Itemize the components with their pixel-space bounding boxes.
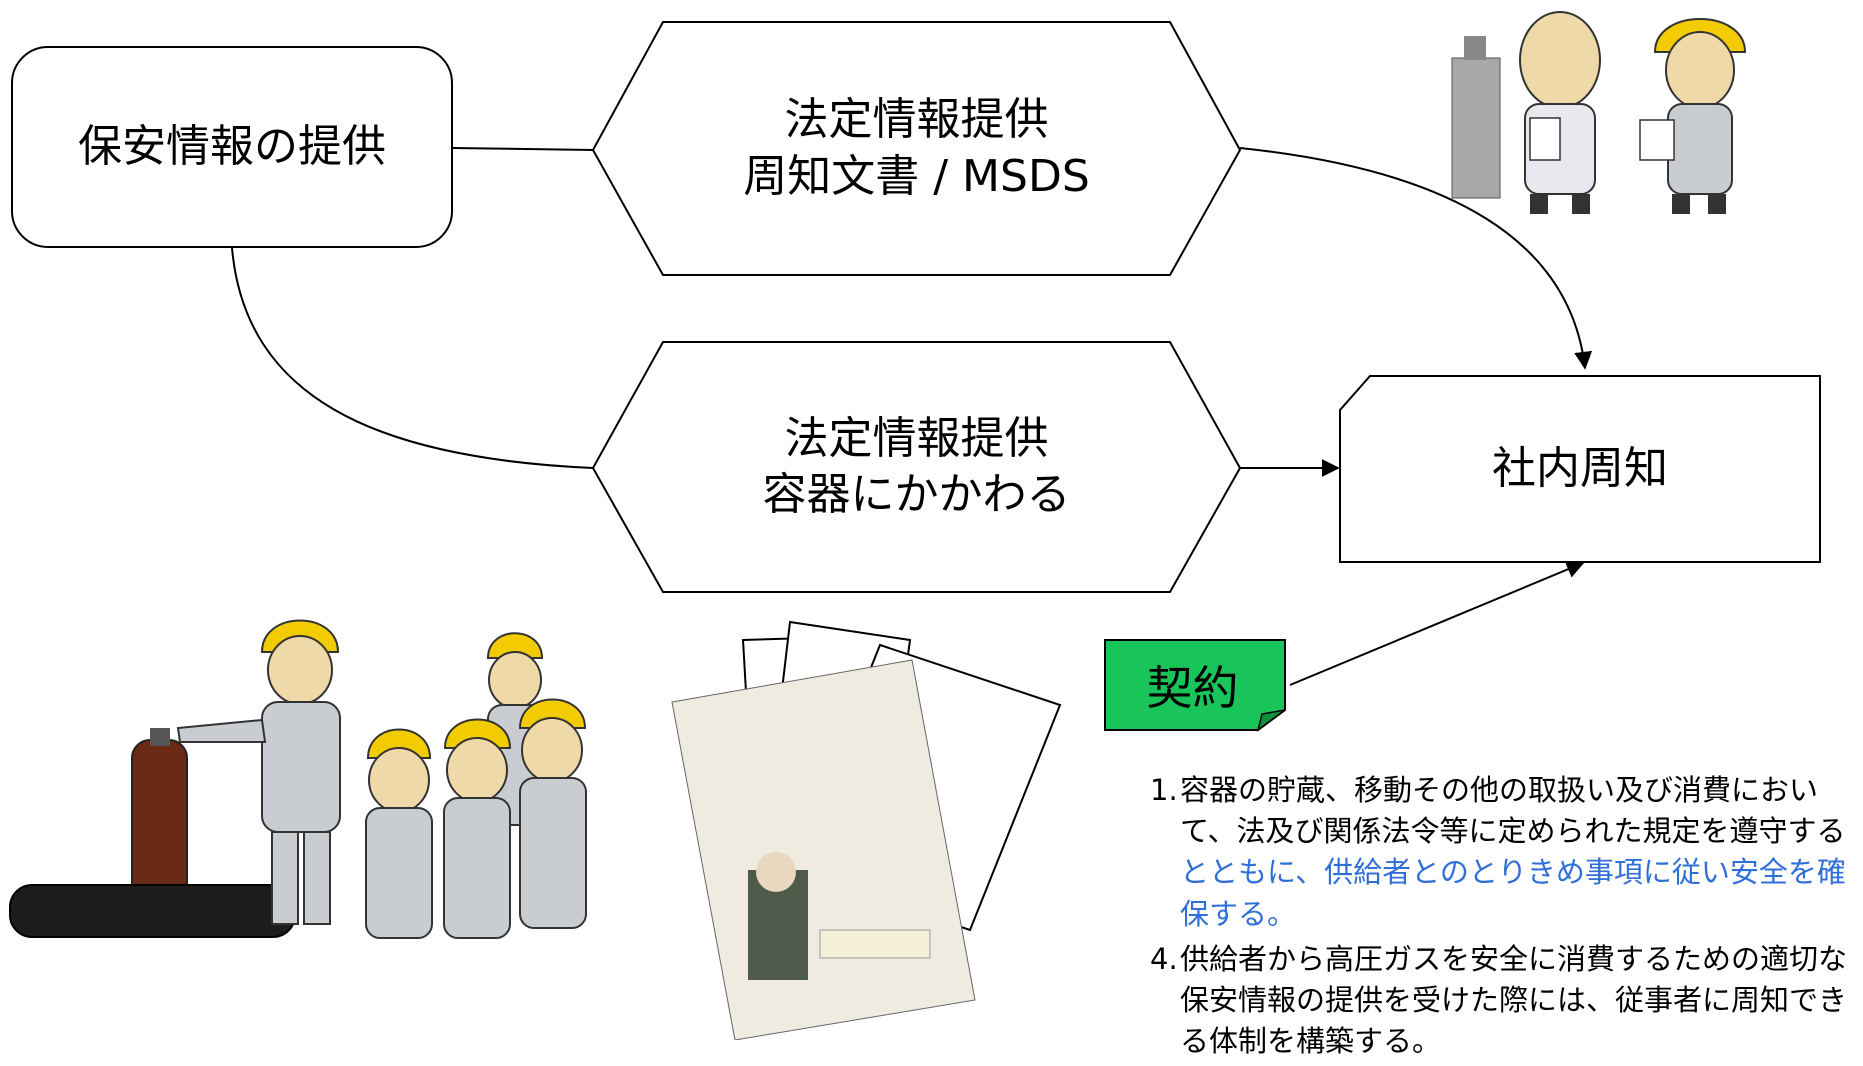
contract-note-fold xyxy=(1256,709,1286,732)
msds-node-label: 法定情報提供 周知文書 / MSDS xyxy=(593,22,1240,275)
msds-node xyxy=(591,21,1242,276)
note-text: 容器の貯蔵、移動その他の取扱い及び消費において、法及び関係法令等に定められた規定… xyxy=(1180,773,1846,849)
container-node-line2: 容器にかかわる xyxy=(762,469,1071,520)
note-text: 供給者から高圧ガスを安全に消費するための適切な保安情報の提供を受けた際には、従事… xyxy=(1180,941,1848,1059)
connector-source-to-container xyxy=(231,247,594,469)
workers-briefing-clipart xyxy=(9,619,587,939)
note-body: 供給者から高圧ガスを安全に消費するための適切な保安情報の提供を受けた際には、従事… xyxy=(1180,939,1850,1063)
notes-list: 1. 容器の貯蔵、移動その他の取扱い及び消費において、法及び関係法令等に定められ… xyxy=(1150,770,1850,1066)
safety-document-stack-clipart xyxy=(671,620,1062,1040)
internal-node-text: 社内周知 xyxy=(1492,442,1668,494)
contract-label: 契約 xyxy=(1146,661,1239,715)
engineers-with-cylinder-clipart xyxy=(1451,11,1747,214)
note-body: 容器の貯蔵、移動その他の取扱い及び消費において、法及び関係法令等に定められた規定… xyxy=(1180,770,1850,935)
connector-contract-to-internal xyxy=(1289,560,1585,686)
note-item: 1. 容器の貯蔵、移動その他の取扱い及び消費において、法及び関係法令等に定められ… xyxy=(1150,770,1850,935)
flow-diagram xyxy=(9,11,1821,1040)
source-node-label: 保安情報の提供 xyxy=(12,47,452,247)
msds-node-line1: 法定情報提供 xyxy=(784,94,1049,146)
container-node-line1: 法定情報提供 xyxy=(784,412,1049,464)
note-item: 4. 供給者から高圧ガスを安全に消費するための適切な保安情報の提供を受けた際には… xyxy=(1150,939,1850,1063)
source-node-text: 保安情報の提供 xyxy=(78,120,386,172)
container-node xyxy=(591,341,1242,593)
container-node-label: 法定情報提供 容器にかかわる xyxy=(593,342,1240,592)
note-number: 4. xyxy=(1150,941,1178,976)
note-number: 1. xyxy=(1150,773,1178,807)
source-node xyxy=(11,46,453,248)
internal-node-label: 社内周知 xyxy=(1340,376,1820,562)
connector-source-to-msds xyxy=(451,147,594,151)
internal-node xyxy=(1339,375,1821,563)
msds-node-line2: 周知文書 / MSDS xyxy=(743,150,1090,202)
connector-msds-to-internal xyxy=(1239,147,1593,370)
note-highlight-text: とともに、供給者とのとりきめ事項に従い安全を確保する。 xyxy=(1180,855,1846,931)
